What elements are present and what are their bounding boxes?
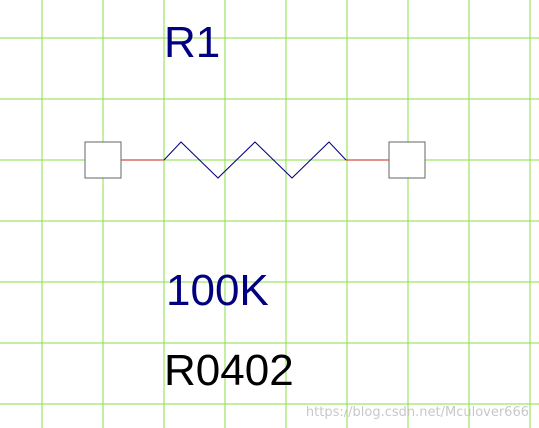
watermark-text: https://blog.csdn.net/Mculover666 — [306, 405, 529, 420]
pin-pad-right[interactable] — [388, 141, 426, 179]
value-label[interactable]: 100K — [166, 266, 269, 315]
pin-pad-left[interactable] — [84, 141, 122, 179]
footprint-label[interactable]: R0402 — [164, 346, 294, 395]
designator-label[interactable]: R1 — [164, 18, 220, 67]
resistor-zigzag — [163, 141, 347, 179]
resistor-symbol[interactable] — [84, 141, 426, 179]
